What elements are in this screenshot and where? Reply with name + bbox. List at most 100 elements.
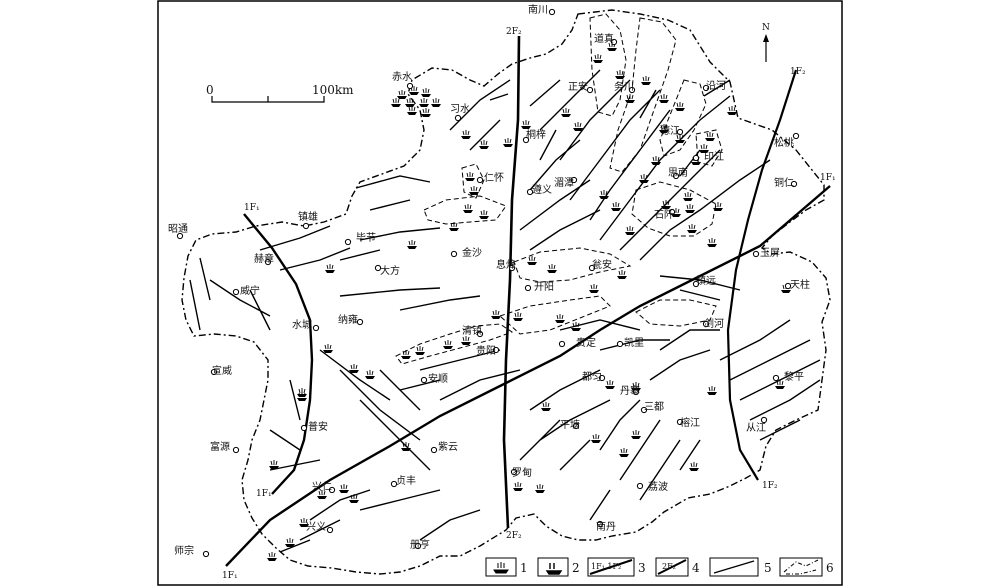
city: 荔波 xyxy=(636,480,668,493)
city: 玉屏 xyxy=(752,247,780,259)
ore-deposit-icon xyxy=(605,380,615,389)
city-label: 天柱 xyxy=(790,278,810,291)
city-marker-icon xyxy=(176,232,184,240)
ore-deposit-icon xyxy=(405,98,415,107)
city-label: 三都 xyxy=(644,401,664,413)
city-label: 松桃 xyxy=(774,136,794,149)
ore-deposit-icon xyxy=(401,350,411,359)
ore-deposit-icon xyxy=(443,340,453,349)
city-marker-icon xyxy=(784,282,792,290)
city-label: 镇雄 xyxy=(298,210,318,223)
city-marker-icon xyxy=(616,340,624,348)
ore-deposit-icon xyxy=(503,138,513,147)
city: 习水 xyxy=(450,103,470,122)
city: 从江 xyxy=(746,416,768,434)
city-label: 湄潭 xyxy=(554,177,574,189)
city: 务川 xyxy=(614,80,636,94)
legend-number: 1 xyxy=(520,561,528,575)
city-marker-icon xyxy=(476,176,484,184)
city-label: 赫章 xyxy=(254,252,274,265)
ore-deposit-icon xyxy=(561,108,571,117)
ore-deposit-icon xyxy=(299,518,309,527)
city: 沿河 xyxy=(702,80,726,92)
ore-deposit-icon xyxy=(267,552,277,561)
ore-deposit-icon xyxy=(297,388,307,397)
city: 紫云 xyxy=(430,441,458,454)
ore-deposit-icon xyxy=(521,120,531,129)
ore-deposit-icon xyxy=(469,186,479,195)
ore-deposit-icon xyxy=(349,364,359,373)
ore-deposit-icon xyxy=(573,122,583,131)
ore-deposit-icon xyxy=(407,106,417,115)
city-marker-icon xyxy=(692,280,700,288)
city-label: 沿河 xyxy=(706,80,726,92)
city-marker-icon xyxy=(430,446,438,454)
city: 罗甸 xyxy=(510,466,532,479)
city-label: 习水 xyxy=(450,103,470,115)
north-arrow: N xyxy=(762,23,770,62)
belt-guiding xyxy=(499,295,611,335)
ore-deposit-icon xyxy=(285,538,295,547)
city: 铜仁 xyxy=(774,177,798,189)
city-label: 普安 xyxy=(308,420,328,433)
city: 瓮安 xyxy=(588,258,612,272)
ore-deposit-icon xyxy=(599,190,609,199)
city-marker-icon xyxy=(454,114,462,122)
ore-deposit-icon xyxy=(421,88,431,97)
city-label: 开阳 xyxy=(534,281,554,293)
city-label: 息烽 xyxy=(496,258,516,271)
fault-label: 1F₁ xyxy=(244,203,260,213)
ore-deposit-icon xyxy=(593,54,603,63)
belt-qingzhen xyxy=(395,323,514,365)
ore-deposit-icon xyxy=(431,98,441,107)
ore-deposit-icon xyxy=(707,238,717,247)
fault-label: 1F₁ xyxy=(256,489,272,499)
belt-tongren xyxy=(695,129,723,167)
city: 开阳 xyxy=(524,281,554,293)
ore-deposit-icon xyxy=(461,130,471,139)
city-label: 水城 xyxy=(292,319,312,331)
scale-start-label: 0 xyxy=(206,83,214,97)
city: 师宗 xyxy=(174,544,210,558)
city-marker-icon xyxy=(374,264,382,272)
ore-deposit-icon xyxy=(611,202,621,211)
legend-item-6: 6 xyxy=(779,557,834,577)
city: 松桃 xyxy=(774,132,800,149)
fault-2f2-north-south xyxy=(502,35,521,529)
scale-end-label: 100km xyxy=(312,83,354,97)
ore-deposit-icon xyxy=(513,312,523,321)
ore-deposit-icon xyxy=(659,94,669,103)
city-label: 镇远 xyxy=(696,274,716,287)
ore-deposit-icon xyxy=(685,204,695,213)
city-label: 荔波 xyxy=(648,480,668,493)
city-marker-icon xyxy=(598,374,606,382)
city: 富源 xyxy=(210,440,240,454)
city: 印江 xyxy=(692,151,724,163)
legend-sample: 1F₁ 1F₂ xyxy=(591,562,621,571)
city-marker-icon xyxy=(572,422,580,430)
ore-deposit-icon xyxy=(541,402,551,411)
city-label: 罗甸 xyxy=(512,466,532,479)
city-label: 思南 xyxy=(668,166,688,179)
city-marker-icon xyxy=(522,136,530,144)
city-marker-icon xyxy=(302,222,310,230)
fault-label: 2F₂ xyxy=(506,531,522,541)
city-marker-icon xyxy=(676,128,684,136)
ore-deposit-icon xyxy=(535,484,545,493)
city: 赤水 xyxy=(392,71,414,90)
city: 镇远 xyxy=(692,274,716,288)
city-label: 兴义 xyxy=(306,521,326,533)
city: 息烽 xyxy=(496,258,516,272)
city-marker-icon xyxy=(628,86,636,94)
city: 德江 xyxy=(660,124,684,137)
ore-deposit-icon xyxy=(705,132,715,141)
city: 贞丰 xyxy=(390,474,416,488)
city: 贵阳 xyxy=(476,344,500,357)
city: 湄潭 xyxy=(554,176,578,189)
legend-item-4: 2F₂ 4 xyxy=(655,557,700,577)
city: 普安 xyxy=(300,420,328,433)
fault-line xyxy=(189,175,481,553)
fault-label: 2F₂ xyxy=(506,27,522,37)
ore-deposit-icon xyxy=(269,460,279,469)
